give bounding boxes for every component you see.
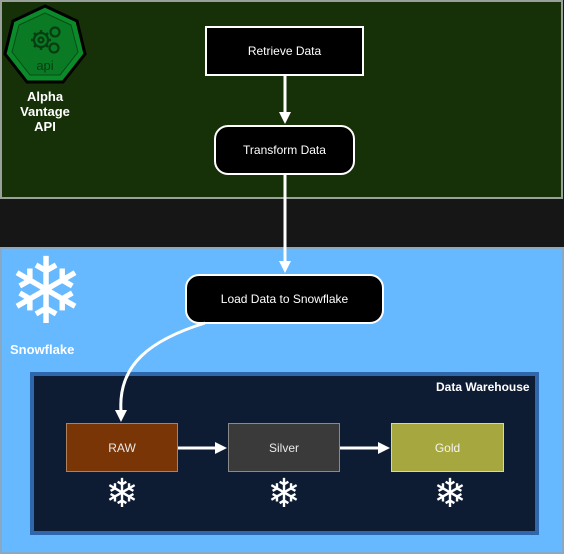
raw-snowflake-icon: ❄ <box>105 472 139 516</box>
snowflake-label: Snowflake <box>10 342 75 357</box>
gold-snowflake-icon: ❄ <box>433 472 467 516</box>
silver-snowflake-icon: ❄ <box>267 472 301 516</box>
silver-layer-node[interactable]: Silver <box>228 423 340 472</box>
retrieve-data-node[interactable]: Retrieve Data <box>205 26 364 76</box>
transform-data-node[interactable]: Transform Data <box>214 125 355 175</box>
api-label: Alpha Vantage API <box>20 89 70 134</box>
load-data-node[interactable]: Load Data to Snowflake <box>185 274 384 324</box>
raw-layer-node[interactable]: RAW <box>66 423 178 472</box>
snowflake-logo-icon: ❄ <box>7 241 85 343</box>
api-logo-icon: api <box>3 4 87 84</box>
api-logo-text: api <box>36 58 53 73</box>
gold-layer-node[interactable]: Gold <box>391 423 504 472</box>
data-warehouse-label: Data Warehouse <box>436 380 530 394</box>
